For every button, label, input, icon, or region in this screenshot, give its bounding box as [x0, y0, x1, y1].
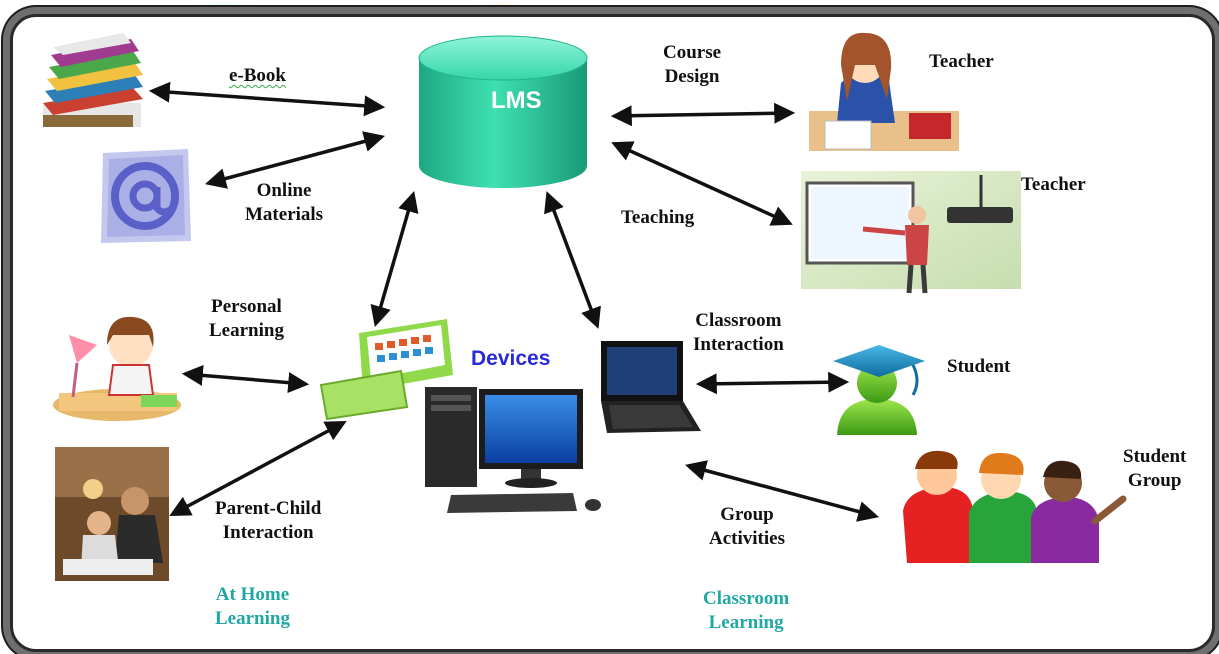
course-design-line2: Design [664, 66, 720, 87]
database-cylinder-icon [418, 35, 588, 188]
at-home-learning-label: At Home Learning [215, 583, 290, 631]
personal-learning-line2: Learning [209, 320, 284, 341]
course-design-line1: Course [663, 42, 722, 63]
edge-personal-learning [181, 364, 310, 394]
edge-teaching [611, 141, 793, 226]
edge-online-materials [204, 131, 386, 189]
student-group-line1: Student [1123, 446, 1187, 467]
classroom-learning-label: Classroom Learning [703, 587, 789, 635]
edge-lms-netbook [544, 191, 601, 329]
edge-ebook [148, 81, 386, 117]
edge-parent-child [169, 421, 347, 516]
parent-child-photo-icon [55, 447, 169, 581]
at-home-line2: Learning [215, 608, 290, 629]
teacher-label-2: Teacher [1021, 174, 1086, 195]
edge-classroom-interaction [695, 371, 850, 395]
group-activities-label: Group Activities [709, 503, 785, 551]
edge-course-design [610, 102, 796, 127]
teacher-desk-icon [809, 32, 959, 151]
classroom-learning-line1: Classroom [703, 588, 790, 609]
student-group-label: Student Group [1123, 445, 1186, 493]
group-activities-line1: Group [720, 504, 774, 525]
parent-child-label: Parent-Child Interaction [215, 497, 321, 545]
teaching-label: Teaching [621, 207, 695, 228]
teacher-label-1: Teacher [929, 51, 994, 72]
personal-learning-line1: Personal [211, 296, 282, 317]
classroom-interaction-line2: Interaction [693, 334, 784, 355]
online-materials-line2: Materials [245, 204, 324, 225]
classroom-interaction-line1: Classroom [695, 310, 782, 331]
course-design-label: Course Design [663, 41, 721, 89]
diagram-graphics [43, 32, 1127, 581]
student-group-icon [903, 450, 1127, 563]
classroom-interaction-label: Classroom Interaction [693, 309, 784, 357]
lms-label: LMS [491, 87, 542, 114]
personal-learning-label: Personal Learning [209, 295, 284, 343]
at-home-line1: At Home [215, 584, 290, 605]
edge-group-activities [684, 460, 880, 522]
group-activities-line2: Activities [709, 528, 785, 549]
edge-lms-tablet [370, 190, 419, 328]
email-at-icon [101, 149, 191, 243]
teacher-whiteboard-icon [801, 171, 1021, 294]
student-label: Student [947, 356, 1011, 377]
classroom-learning-line2: Learning [708, 612, 784, 633]
parent-child-line2: Interaction [222, 522, 314, 543]
netbook-icon [601, 341, 701, 433]
ebook-label-text: e-Book [229, 65, 286, 86]
tablet-icon [319, 319, 453, 421]
online-materials-label: Online Materials [245, 179, 323, 227]
books-icon [43, 33, 143, 127]
graduate-student-icon [833, 345, 925, 435]
parent-child-line1: Parent-Child [215, 498, 322, 519]
diagram-panel: LMS e-Book Online Materials Course Desig… [10, 14, 1215, 652]
child-studying-icon [53, 316, 181, 421]
online-materials-line1: Online [256, 180, 312, 201]
ebook-label: e-Book [229, 64, 286, 88]
devices-label: Devices [471, 347, 551, 370]
student-group-line2: Group [1127, 470, 1182, 491]
desktop-computer-icon [425, 387, 601, 513]
